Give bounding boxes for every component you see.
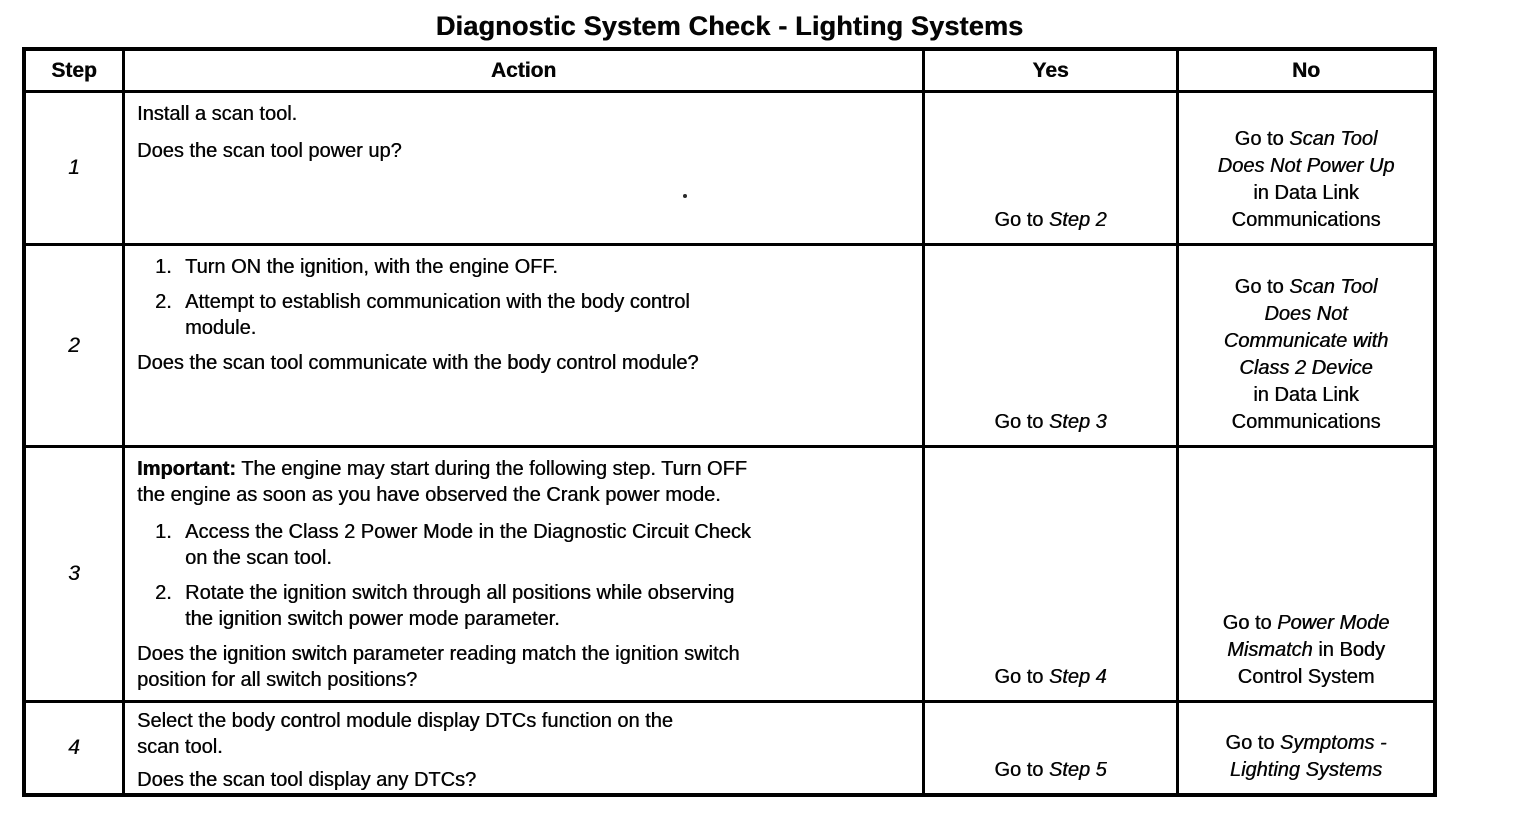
action-cell-3: Important: The engine may start during t… — [125, 448, 925, 703]
action-paragraph: Select the body control module display D… — [137, 708, 908, 760]
action-paragraph: Does the ignition switch parameter readi… — [137, 641, 908, 693]
scan-artifact-dot — [683, 194, 687, 198]
text-line: Rotate the ignition switch through all p… — [185, 582, 735, 604]
step-cell-2: 2 — [26, 246, 125, 448]
text-line: Important: The engine may start during t… — [137, 458, 747, 480]
text-line: Does the scan tool communicate with the … — [137, 352, 699, 374]
step-cell-1: 1 — [26, 93, 125, 246]
text-line: Communications — [1231, 411, 1381, 433]
text-line: position for all switch positions? — [137, 669, 418, 691]
text-line: Communications — [1231, 209, 1381, 231]
action-paragraph: Does the scan tool power up? — [137, 138, 908, 164]
text-line: Go to Step 3 — [994, 411, 1107, 433]
text-line: Control System — [1237, 666, 1375, 688]
text-line: on the scan tool. — [185, 547, 332, 569]
text-line: Select the body control module display D… — [137, 710, 673, 732]
list-item-number: 2. — [155, 291, 172, 313]
yes-cell-3: Go to Step 4 — [925, 448, 1179, 703]
text-line: scan tool. — [137, 736, 223, 758]
step-cell-3: 3 — [26, 448, 125, 703]
text-line: Attempt to establish communication with … — [185, 291, 690, 313]
text-line: Does the ignition switch parameter readi… — [137, 643, 740, 665]
col-header-yes: Yes — [925, 51, 1179, 93]
yes-cell-4: Go to Step 5 — [925, 703, 1179, 793]
action-list-item: 1. Turn ON the ignition, with the engine … — [155, 254, 908, 280]
diagnostic-table: Step Action Yes No 1 Install a scan tool… — [22, 47, 1437, 797]
text-line: Install a scan tool. — [137, 103, 298, 125]
text-line: Go to Power Mode — [1222, 612, 1390, 634]
text-line: Does Not Power Up — [1217, 155, 1395, 177]
list-item-text: Turn ON the ignition, with the engine OF… — [185, 254, 908, 280]
action-cell-4: Select the body control module display D… — [125, 703, 925, 793]
text-line: the engine as soon as you have observed … — [137, 484, 721, 506]
page-title: Diagnostic System Check - Lighting Syste… — [435, 11, 1024, 41]
text-line: the ignition switch power mode parameter… — [185, 608, 560, 630]
action-paragraph: Does the scan tool communicate with the … — [137, 350, 908, 376]
text-line: Go to Step 4 — [994, 666, 1107, 688]
list-item-number: 2. — [155, 582, 172, 604]
action-cell-1: Install a scan tool. Does the scan tool p… — [125, 93, 925, 246]
list-item-number: 1. — [155, 256, 172, 278]
yes-cell-2: Go to Step 3 — [925, 246, 1179, 448]
text-line: Turn ON the ignition, with the engine OF… — [185, 256, 558, 278]
text-line: Go to Scan Tool — [1234, 276, 1378, 298]
text-line: Access the Class 2 Power Mode in the Dia… — [185, 521, 751, 543]
col-header-action: Action — [125, 51, 925, 93]
no-cell-4: Go to Symptoms - Lighting Systems — [1179, 703, 1433, 793]
text-line: Go to Scan Tool — [1234, 128, 1378, 150]
action-list-item: 1. Access the Class 2 Power Mode in the D… — [155, 519, 908, 571]
text-line: Does the scan tool power up? — [137, 140, 402, 162]
action-list-item: 2. Rotate the ignition switch through all… — [155, 580, 908, 632]
text-line: Mismatch in Body — [1227, 639, 1385, 661]
text-line: module. — [185, 317, 257, 339]
text-line: Does the scan tool display any DTCs? — [137, 769, 477, 791]
text-line: Does Not — [1264, 303, 1348, 325]
action-paragraph: Install a scan tool. — [137, 101, 908, 127]
text-line: Go to Symptoms - — [1225, 732, 1387, 754]
col-header-no: No — [1179, 51, 1433, 93]
text-line: Class 2 Device — [1239, 357, 1373, 379]
step-cell-4: 4 — [26, 703, 125, 793]
action-paragraph: Does the scan tool display any DTCs? — [137, 767, 908, 793]
list-item-number: 1. — [155, 521, 172, 543]
text-line: Lighting Systems — [1229, 759, 1383, 781]
list-item-text: Access the Class 2 Power Mode in the Dia… — [185, 519, 908, 571]
text-line: in Data Link — [1253, 384, 1359, 406]
text-line: Go to Step 2 — [994, 209, 1107, 231]
text-line: Go to Step 5 — [994, 759, 1107, 781]
text-line: in Data Link — [1253, 182, 1359, 204]
action-list-item: 2. Attempt to establish communication wit… — [155, 289, 908, 341]
yes-cell-1: Go to Step 2 — [925, 93, 1179, 246]
list-item-text: Rotate the ignition switch through all p… — [185, 580, 908, 632]
text-line: Communicate with — [1223, 330, 1389, 352]
action-paragraph: Important: The engine may start during t… — [137, 456, 908, 508]
col-header-step: Step — [26, 51, 125, 93]
action-cell-2: 1. Turn ON the ignition, with the engine … — [125, 246, 925, 448]
list-item-text: Attempt to establish communication with … — [185, 289, 908, 341]
